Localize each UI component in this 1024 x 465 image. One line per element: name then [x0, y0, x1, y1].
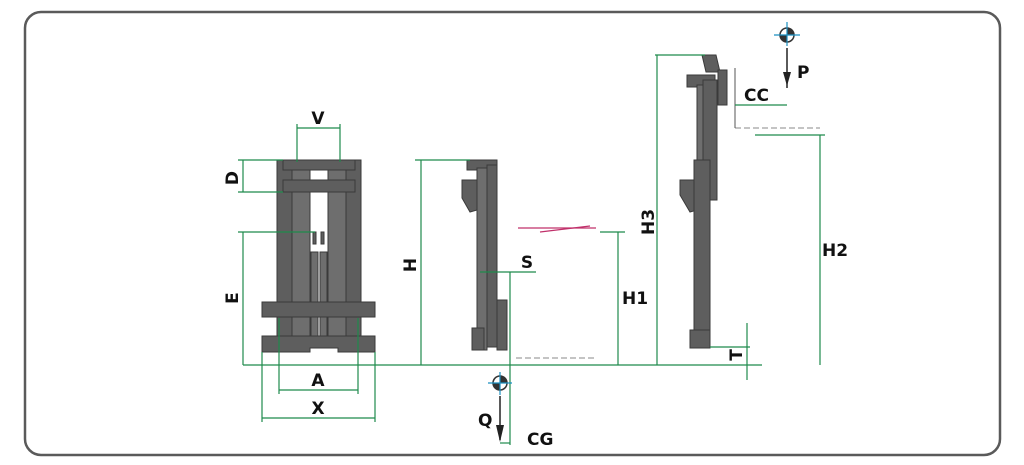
dimension-h: H [401, 159, 470, 365]
mast-side-view-raised [679, 54, 820, 349]
label-h: H [401, 258, 421, 272]
load-center-p: P [774, 22, 809, 88]
dimension-cc: CC [735, 86, 787, 106]
label-d: D [223, 171, 243, 185]
label-h2: H2 [822, 241, 848, 261]
dimension-e: E [223, 231, 315, 365]
mast-front-view [261, 159, 376, 353]
diagram-frame [23, 10, 1002, 457]
dimension-s: S [480, 253, 536, 445]
label-a: A [311, 371, 325, 391]
label-p: P [797, 63, 809, 83]
label-h1: H1 [622, 289, 648, 309]
label-e: E [223, 292, 243, 304]
label-cc: CC [744, 86, 769, 106]
dimension-h3: H3 [639, 54, 705, 365]
mast-side-view-lowered [461, 159, 596, 359]
dimension-v: V [296, 109, 341, 162]
dimension-t: T [710, 323, 750, 380]
label-x: X [311, 399, 324, 419]
dimension-h1: H1 [600, 231, 648, 365]
dimension-a: A [278, 318, 359, 394]
label-cg: CG [527, 430, 553, 450]
arrow-down-icon [783, 72, 791, 86]
label-h3: H3 [639, 209, 659, 235]
label-q: Q [478, 411, 492, 431]
dimension-x: X [261, 352, 376, 422]
label-t: T [727, 349, 747, 361]
label-v: V [311, 109, 325, 129]
dimension-h2: H2 [755, 134, 848, 365]
dimension-d: D [223, 159, 283, 193]
label-s: S [521, 253, 533, 273]
load-center-q: Q CG [478, 372, 553, 450]
arrow-down-icon [496, 425, 504, 442]
